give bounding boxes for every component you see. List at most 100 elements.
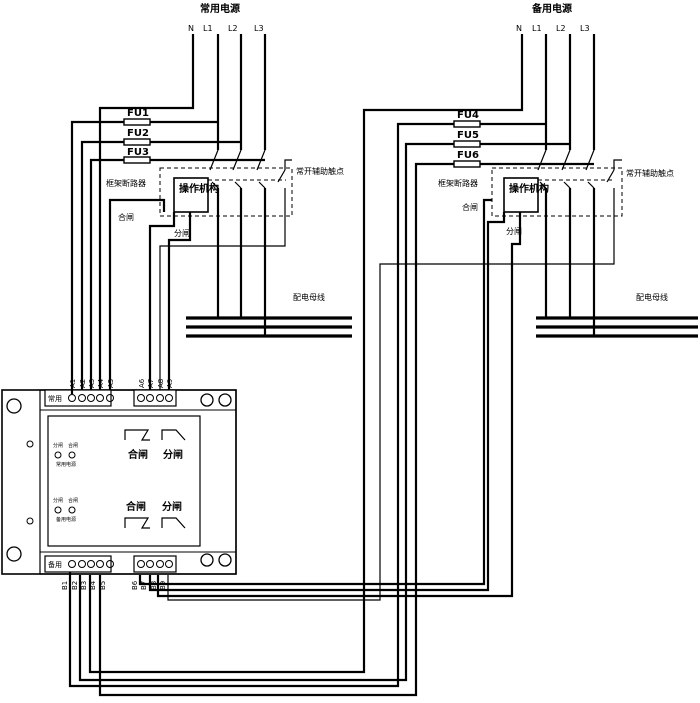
- terminal-a8: A8: [157, 379, 165, 388]
- fuse-fu4-label: FU4: [457, 110, 479, 121]
- contact-l1: [209, 149, 219, 189]
- normal-phase-l1: L1: [203, 24, 213, 33]
- breaker-dashed-frame-backup: [491, 167, 623, 217]
- backup-source-title: 备用电源: [531, 2, 572, 15]
- bottom-right-terminal-screws: [137, 560, 173, 568]
- svg-text:分闸: 分闸: [53, 497, 63, 504]
- lower-relay-open-label: 分闸: [162, 500, 182, 513]
- terminal-b4: B4: [89, 580, 97, 590]
- lower-relay-close-label: 合闸: [125, 500, 146, 513]
- fuse-fu2-label: FU2: [127, 128, 149, 139]
- terminal-a5: A5: [107, 379, 115, 388]
- close-label-backup: 合闸: [462, 202, 478, 212]
- normal-source-title: 常用电源: [200, 2, 240, 15]
- frame-breaker-label-backup: 框架断路器: [438, 178, 478, 188]
- terminal-a4: A4: [97, 378, 105, 388]
- operating-mechanism-box: [173, 177, 209, 213]
- mount-hole-tl: [6, 398, 22, 414]
- top-right-terminal-screws: [137, 394, 173, 402]
- contact-l3: [256, 149, 266, 189]
- controller-panel: [47, 415, 201, 547]
- lower-relay-contacts: 合闸 分闸: [124, 500, 186, 529]
- terminal-a9: A9: [166, 379, 174, 388]
- normal-supply-lines: [70, 34, 267, 390]
- terminal-a6: A6: [138, 378, 146, 388]
- terminal-b7: B7: [140, 581, 148, 590]
- normal-phase-n: N: [188, 24, 194, 33]
- terminal-b9: B9: [159, 581, 167, 590]
- mech-supply-wire: [108, 198, 166, 390]
- fuse-fu6-label: FU6: [457, 150, 479, 161]
- backup-phase-l2: L2: [556, 24, 566, 33]
- open-label: 分闸: [174, 229, 190, 238]
- close-wire: [148, 212, 176, 390]
- aux-contact-label: 常开辅助触点: [296, 166, 344, 176]
- open-wire-backup: [156, 212, 522, 598]
- normal-phase-l2: L2: [228, 24, 238, 33]
- normal-busbar: 配电母线: [186, 292, 352, 338]
- busbar-label-left: 配电母线: [293, 292, 325, 302]
- contact-l2-backup: [561, 149, 571, 189]
- fuse-fu5-body: [453, 140, 481, 148]
- backup-phase-l3: L3: [580, 24, 590, 33]
- top-right-terminal-block: [133, 389, 177, 407]
- svg-text:分闸: 分闸: [53, 442, 63, 449]
- top-group-label: 常用: [48, 394, 62, 403]
- svg-text:合闸: 合闸: [68, 497, 78, 504]
- open-wire: [167, 212, 192, 390]
- terminal-b3: B3: [80, 581, 88, 590]
- mechanism-label: 操作机构: [179, 182, 219, 195]
- breaker-dashed-frame: [159, 167, 293, 217]
- terminal-b2: B2: [71, 581, 79, 590]
- contact-l3-backup: [585, 149, 595, 189]
- upper-relay-close-label: 合闸: [127, 448, 148, 461]
- bottom-right-terminal-block: [133, 555, 177, 573]
- backup-open-lamp: [54, 506, 62, 514]
- backup-phase-n: N: [516, 24, 522, 33]
- backup-frame-breaker: 操作机构 框架断路器 常开辅助触点 合闸 分闸: [138, 149, 674, 601]
- normal-phase-l3: L3: [254, 24, 264, 33]
- fuse-fu6-body: [453, 160, 481, 168]
- mount-hole-tr: [200, 393, 214, 407]
- svg-text:常用电源: 常用电源: [56, 461, 76, 468]
- contact-l2: [232, 149, 242, 189]
- mount-hole-br: [200, 553, 214, 567]
- fuse-fu3-body: [123, 156, 151, 164]
- close-label: 合闸: [118, 212, 134, 222]
- terminal-b5: B5: [99, 581, 107, 590]
- fuse-fu5-label: FU5: [457, 130, 479, 141]
- normal-close-lamp: [68, 451, 76, 459]
- svg-text:合闸: 合闸: [68, 442, 78, 449]
- terminal-a7: A7: [147, 379, 155, 388]
- terminal-a3: A3: [88, 379, 96, 388]
- bottom-left-terminal-screws: [68, 560, 114, 568]
- fuse-fu3-label: FU3: [127, 147, 149, 158]
- normal-indicator-lamps: 分闸 合闸 常用电源: [53, 442, 78, 468]
- frame-breaker-label: 框架断路器: [106, 178, 146, 188]
- backup-phase-l1: L1: [532, 24, 542, 33]
- terminal-a1: A1: [69, 379, 77, 388]
- normal-fuses: FU1 FU2 FU3: [123, 108, 151, 164]
- terminal-b1: B1: [61, 581, 69, 590]
- aux-contact-wire: [159, 188, 286, 390]
- mechanism-label-backup: 操作机构: [509, 182, 549, 195]
- contact-l1-backup: [537, 149, 547, 189]
- backup-indicator-lamps: 分闸 合闸 备用电源: [53, 497, 78, 523]
- busbar-label-right: 配电母线: [636, 292, 668, 302]
- mount-hole-bl: [6, 546, 22, 562]
- svg-text:备用电源: 备用电源: [56, 516, 76, 523]
- fuse-fu2-body: [123, 138, 151, 146]
- upper-relay-open-label: 分闸: [163, 448, 183, 461]
- terminal-b8: B8: [150, 581, 158, 590]
- mech-supply-wire-backup: [138, 198, 492, 586]
- fuse-fu4-body: [453, 120, 481, 128]
- backup-busbar: 配电母线: [536, 292, 698, 338]
- fuse-fu1-label: FU1: [127, 108, 149, 119]
- normal-open-lamp: [54, 451, 62, 459]
- backup-fuses: FU4 FU5 FU6: [453, 110, 481, 168]
- backup-close-lamp: [68, 506, 76, 514]
- upper-relay-contacts: 合闸 分闸: [124, 429, 186, 461]
- close-wire-backup: [148, 212, 506, 592]
- open-label-backup: 分闸: [506, 227, 522, 236]
